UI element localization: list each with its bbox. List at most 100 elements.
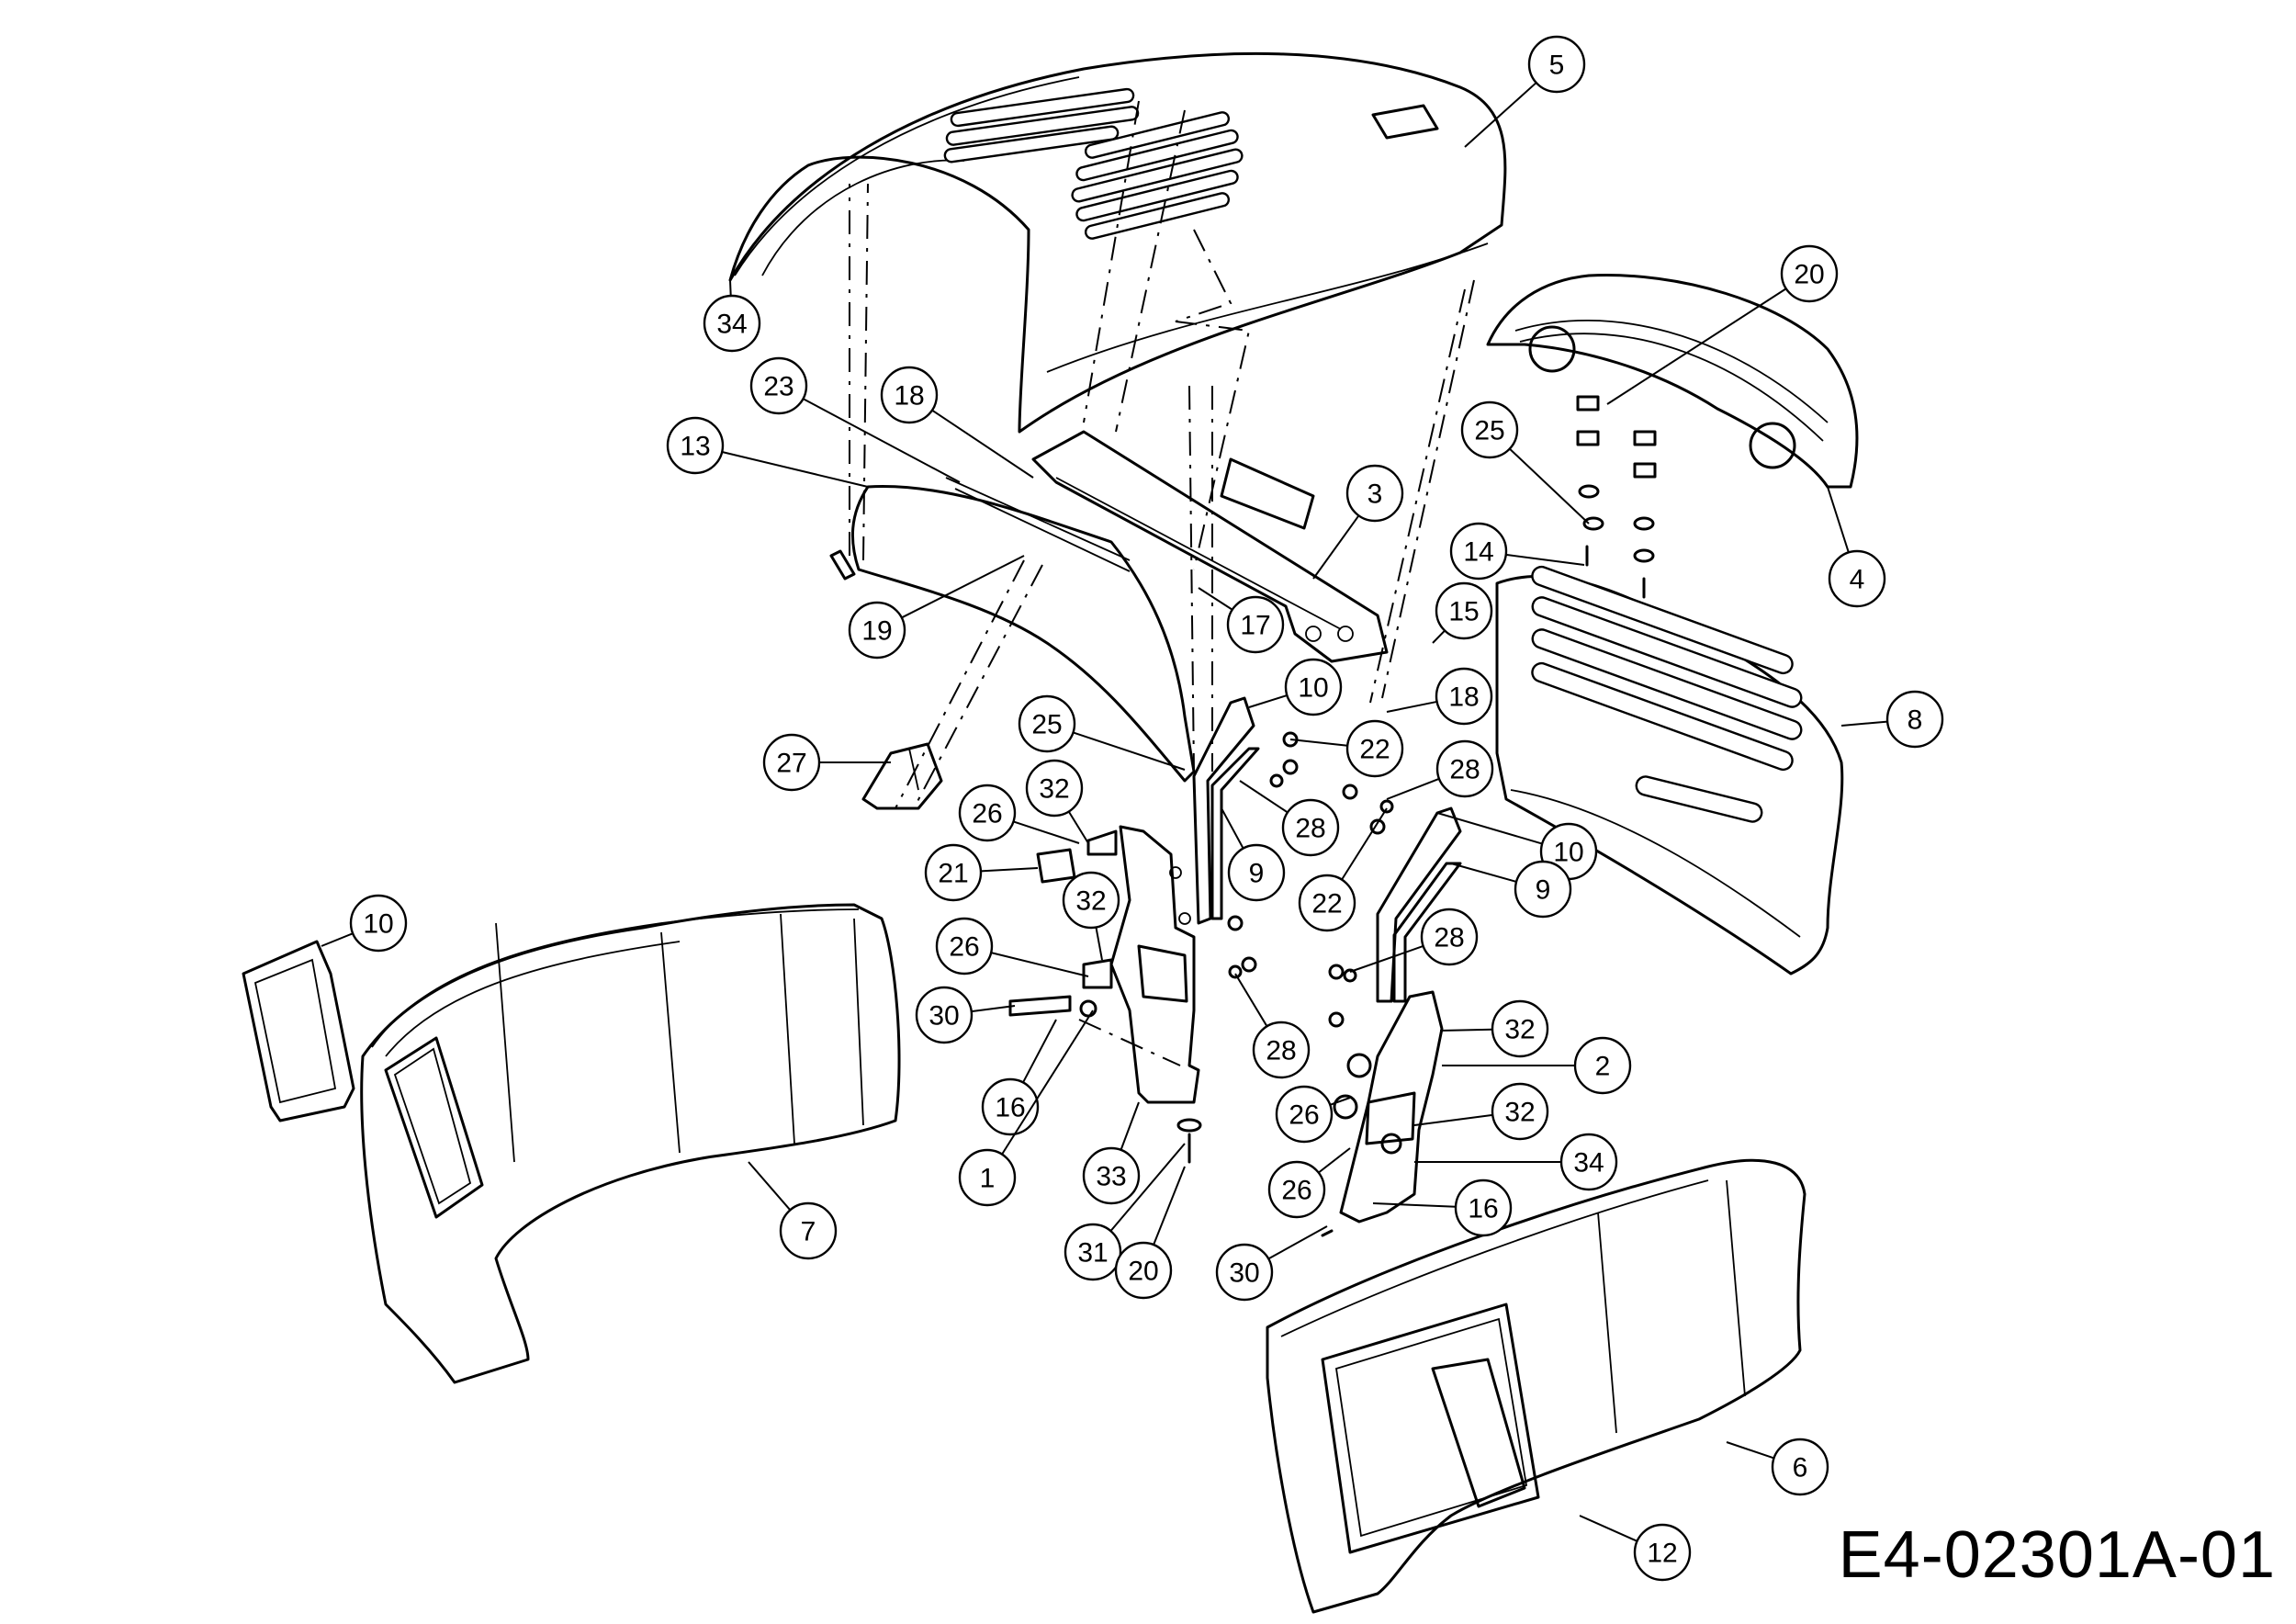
callout-18: 18 (880, 366, 1034, 479)
callout-leader (990, 952, 1089, 977)
callout-leader (1509, 447, 1590, 524)
callout-9: 9 (1450, 860, 1572, 919)
callout-number: 16 (995, 1093, 1025, 1123)
callout-number: 25 (1474, 416, 1504, 446)
callout-number: 28 (1266, 1036, 1296, 1066)
callout-9: 9 (1221, 807, 1286, 902)
callout-leader (1234, 973, 1268, 1027)
callout-34: 34 (1414, 1133, 1618, 1191)
callout-number: 9 (1249, 859, 1265, 889)
callout-leader (748, 1161, 792, 1211)
front-grille-part (1495, 565, 1844, 976)
callout-number: 20 (1794, 260, 1824, 290)
callout-26: 26 (1267, 1147, 1351, 1219)
callout-leader (1095, 927, 1103, 961)
left-side-panel-part (360, 903, 901, 1384)
callout-balloon (1064, 1223, 1122, 1281)
callout-balloon (880, 366, 939, 424)
callout-32: 32 (1413, 1082, 1549, 1141)
callout-leader (1289, 739, 1348, 747)
callout-leader (1318, 1147, 1351, 1174)
callout-leader (1413, 1113, 1493, 1126)
callout-leader (1606, 288, 1787, 405)
callout-leader (1436, 812, 1543, 845)
callout-balloon (958, 784, 1017, 842)
callout-number: 31 (1077, 1238, 1108, 1269)
callout-4: 4 (1827, 486, 1886, 608)
callout-balloon (1226, 595, 1285, 654)
callout-number: 9 (1536, 875, 1551, 906)
callout-balloon (1435, 581, 1493, 640)
callout-18: 18 (1386, 667, 1493, 726)
callout-balloon (1491, 999, 1549, 1058)
callout-leader (1349, 945, 1424, 973)
callout-32: 32 (1062, 871, 1120, 961)
callout-1: 1 (958, 1009, 1094, 1207)
callout-number: 33 (1096, 1162, 1126, 1192)
callout-leader (1109, 1143, 1186, 1232)
callout-28: 28 (1239, 780, 1340, 857)
callout-30: 30 (915, 986, 1016, 1044)
callout-number: 5 (1549, 51, 1565, 81)
callout-number: 14 (1463, 537, 1493, 568)
callout-number: 28 (1449, 755, 1480, 785)
callout-25: 25 (1018, 694, 1186, 771)
callout-leader (1329, 1097, 1351, 1106)
callout-22: 22 (1298, 807, 1388, 932)
frame-bracket-part (1031, 385, 1389, 773)
callout-number: 20 (1128, 1257, 1158, 1287)
callout-number: 15 (1448, 597, 1479, 627)
callout-leader (1248, 694, 1288, 708)
callout-number: 21 (938, 859, 968, 889)
callout-leader (1013, 820, 1080, 844)
callout-leader (1726, 1441, 1774, 1460)
callout-10: 10 (1436, 812, 1598, 881)
callout-balloon (1460, 400, 1519, 459)
callout-balloon (1284, 658, 1343, 716)
callout-number: 32 (1075, 886, 1106, 917)
callout-leader (321, 932, 354, 947)
callout-balloon (1491, 1082, 1549, 1141)
callout-number: 26 (1289, 1100, 1319, 1131)
callout-number: 27 (776, 749, 806, 779)
callout-balloon (349, 894, 408, 953)
callout-number: 34 (716, 310, 747, 340)
callout-13: 13 (666, 416, 869, 488)
callout-26: 26 (958, 784, 1080, 844)
callout-balloon (1114, 1241, 1173, 1300)
callout-balloon (1454, 1179, 1513, 1237)
callout-number: 32 (1504, 1015, 1535, 1045)
callout-leader (1239, 780, 1289, 814)
callout-balloon (848, 601, 906, 660)
callout-leader (803, 398, 961, 483)
callout-12: 12 (1579, 1515, 1692, 1582)
callout-33: 33 (1082, 1101, 1141, 1205)
callout-leader (1120, 1101, 1140, 1151)
callout-balloon (1514, 860, 1572, 919)
callout-leader (1372, 1202, 1457, 1208)
callout-leader (1386, 700, 1437, 713)
callout-number: 10 (1553, 838, 1583, 868)
callout-leader (1579, 1515, 1638, 1542)
callout-10: 10 (1248, 658, 1343, 716)
callout-balloon (1771, 1438, 1829, 1496)
callout-17: 17 (1198, 587, 1285, 654)
callout-number: 26 (972, 799, 1002, 829)
callout-8: 8 (1840, 690, 1944, 749)
callout-leader (931, 409, 1034, 479)
dash-panel-part (829, 183, 1196, 809)
callout-number: 32 (1504, 1098, 1535, 1128)
callout-22: 22 (1289, 719, 1404, 778)
callout-21: 21 (924, 843, 1039, 902)
callout-balloon (1252, 1021, 1311, 1079)
callout-balloon (1018, 694, 1076, 753)
callout-balloon (1780, 244, 1839, 303)
callout-6: 6 (1726, 1438, 1829, 1496)
callout-31: 31 (1064, 1143, 1186, 1281)
callout-28: 28 (1386, 739, 1494, 800)
callout-leader (1450, 863, 1517, 883)
callout-number: 18 (1448, 682, 1479, 713)
callout-number: 2 (1595, 1052, 1611, 1082)
callout-23: 23 (749, 356, 961, 483)
callout-leader (1153, 1166, 1186, 1246)
